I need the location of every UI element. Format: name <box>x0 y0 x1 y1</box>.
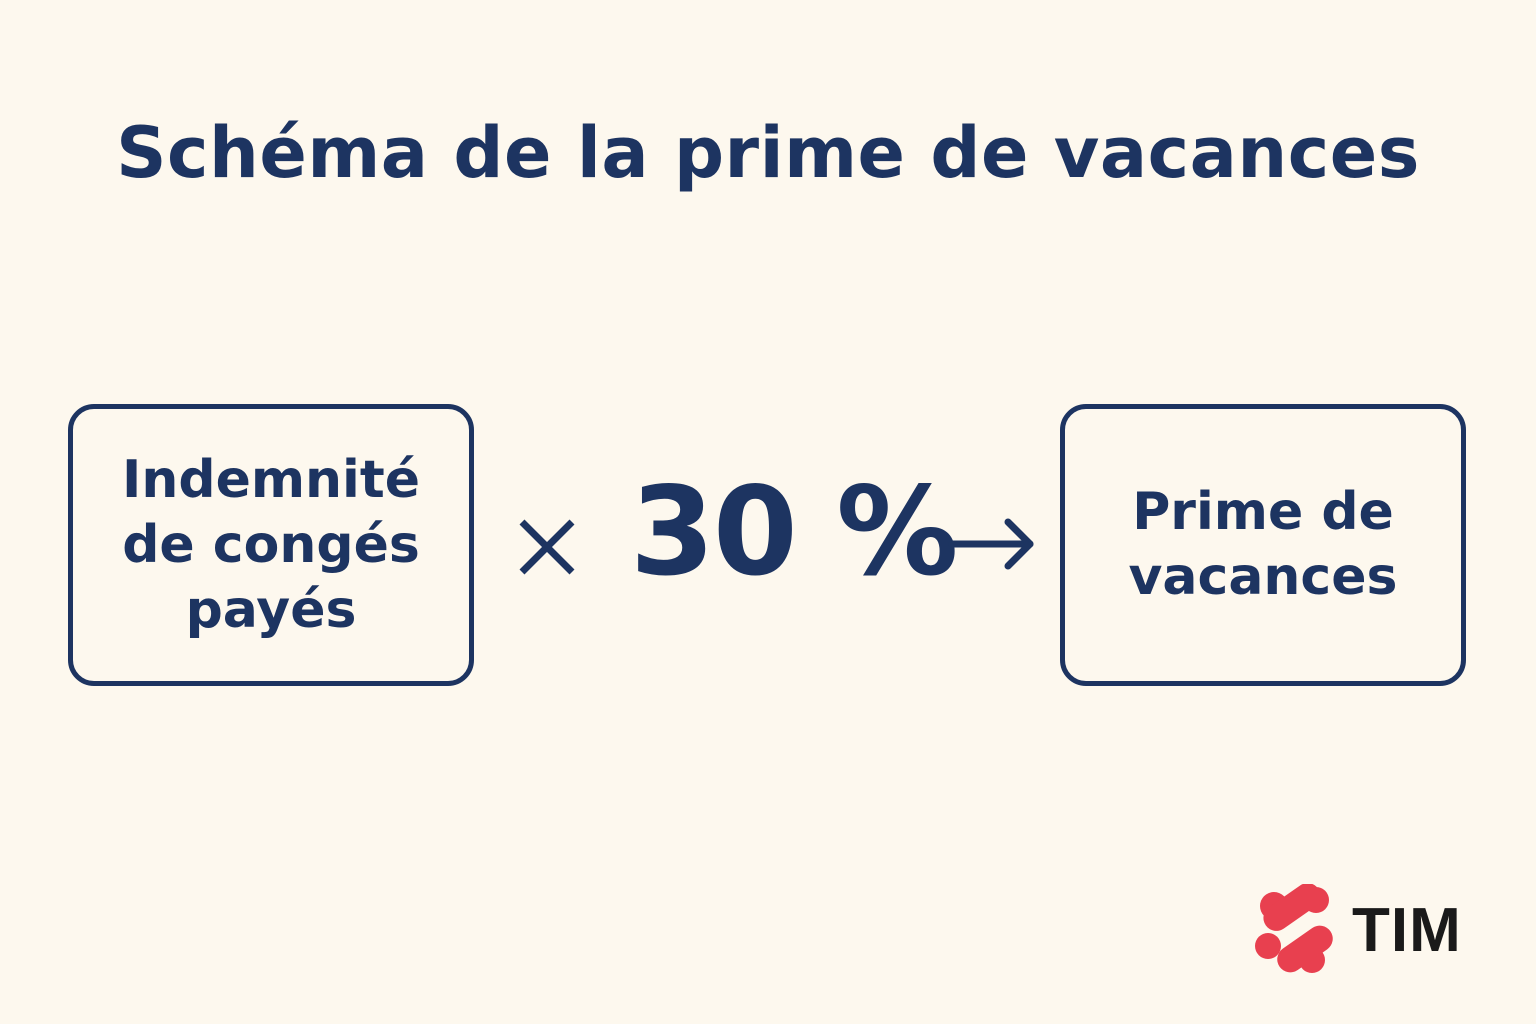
logo-mark-icon <box>1255 884 1333 973</box>
percentage-factor: 30 % <box>630 461 959 603</box>
vacation-bonus-box: Prime de vacances <box>1060 404 1466 686</box>
paid-leave-indemnity-label: Indemnité de congés payés <box>121 449 420 640</box>
paid-leave-indemnity-box: Indemnité de congés payés <box>68 404 474 686</box>
multiply-icon <box>519 519 575 575</box>
tim-logo: TIM <box>1252 884 1472 976</box>
logo-wordmark: TIM <box>1352 896 1462 965</box>
diagram-title: Schéma de la prime de vacances <box>116 112 1420 194</box>
vacation-bonus-label: Prime de vacances <box>1128 482 1398 607</box>
arrow-right-icon <box>948 518 1034 570</box>
